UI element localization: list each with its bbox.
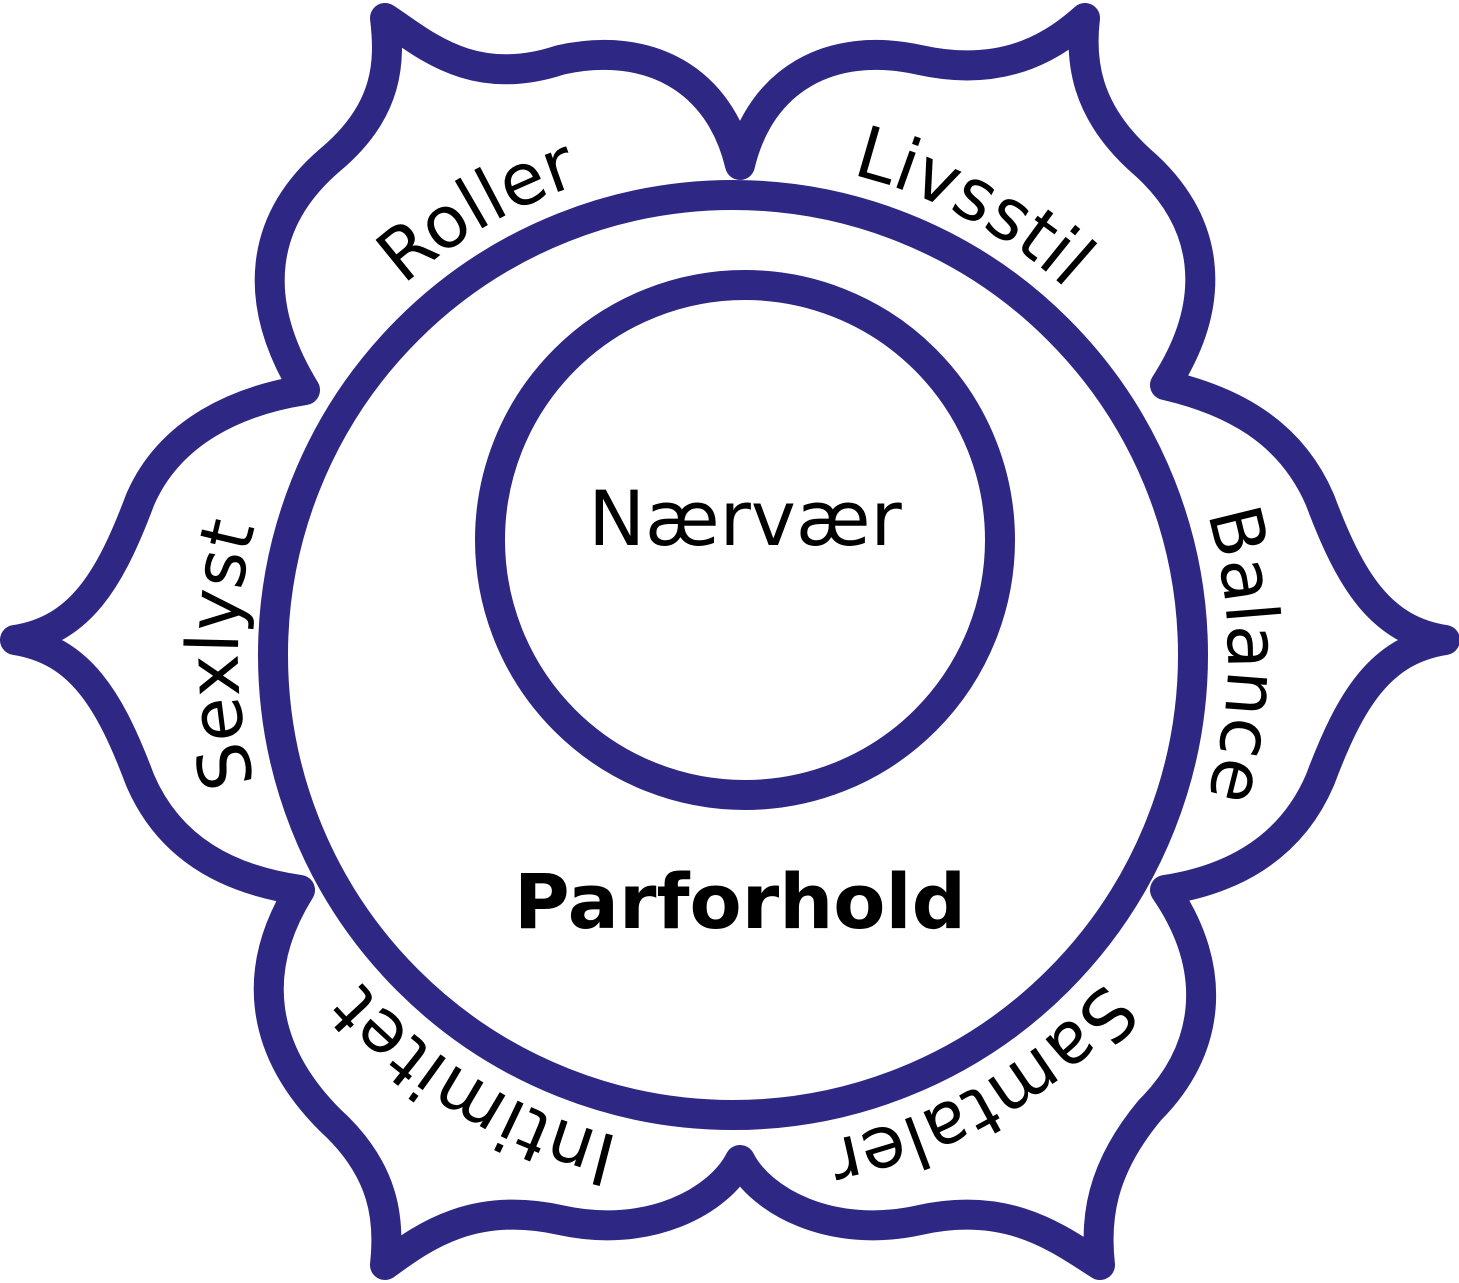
outer-ring	[258, 180, 1208, 1130]
petal-label-sexlyst: Sexlyst	[171, 511, 272, 798]
flower-outline	[0, 3, 1459, 1280]
ring-label: Parforhold	[514, 857, 966, 946]
inner-circle	[475, 270, 1015, 810]
center-label: Nærvær	[588, 474, 902, 563]
